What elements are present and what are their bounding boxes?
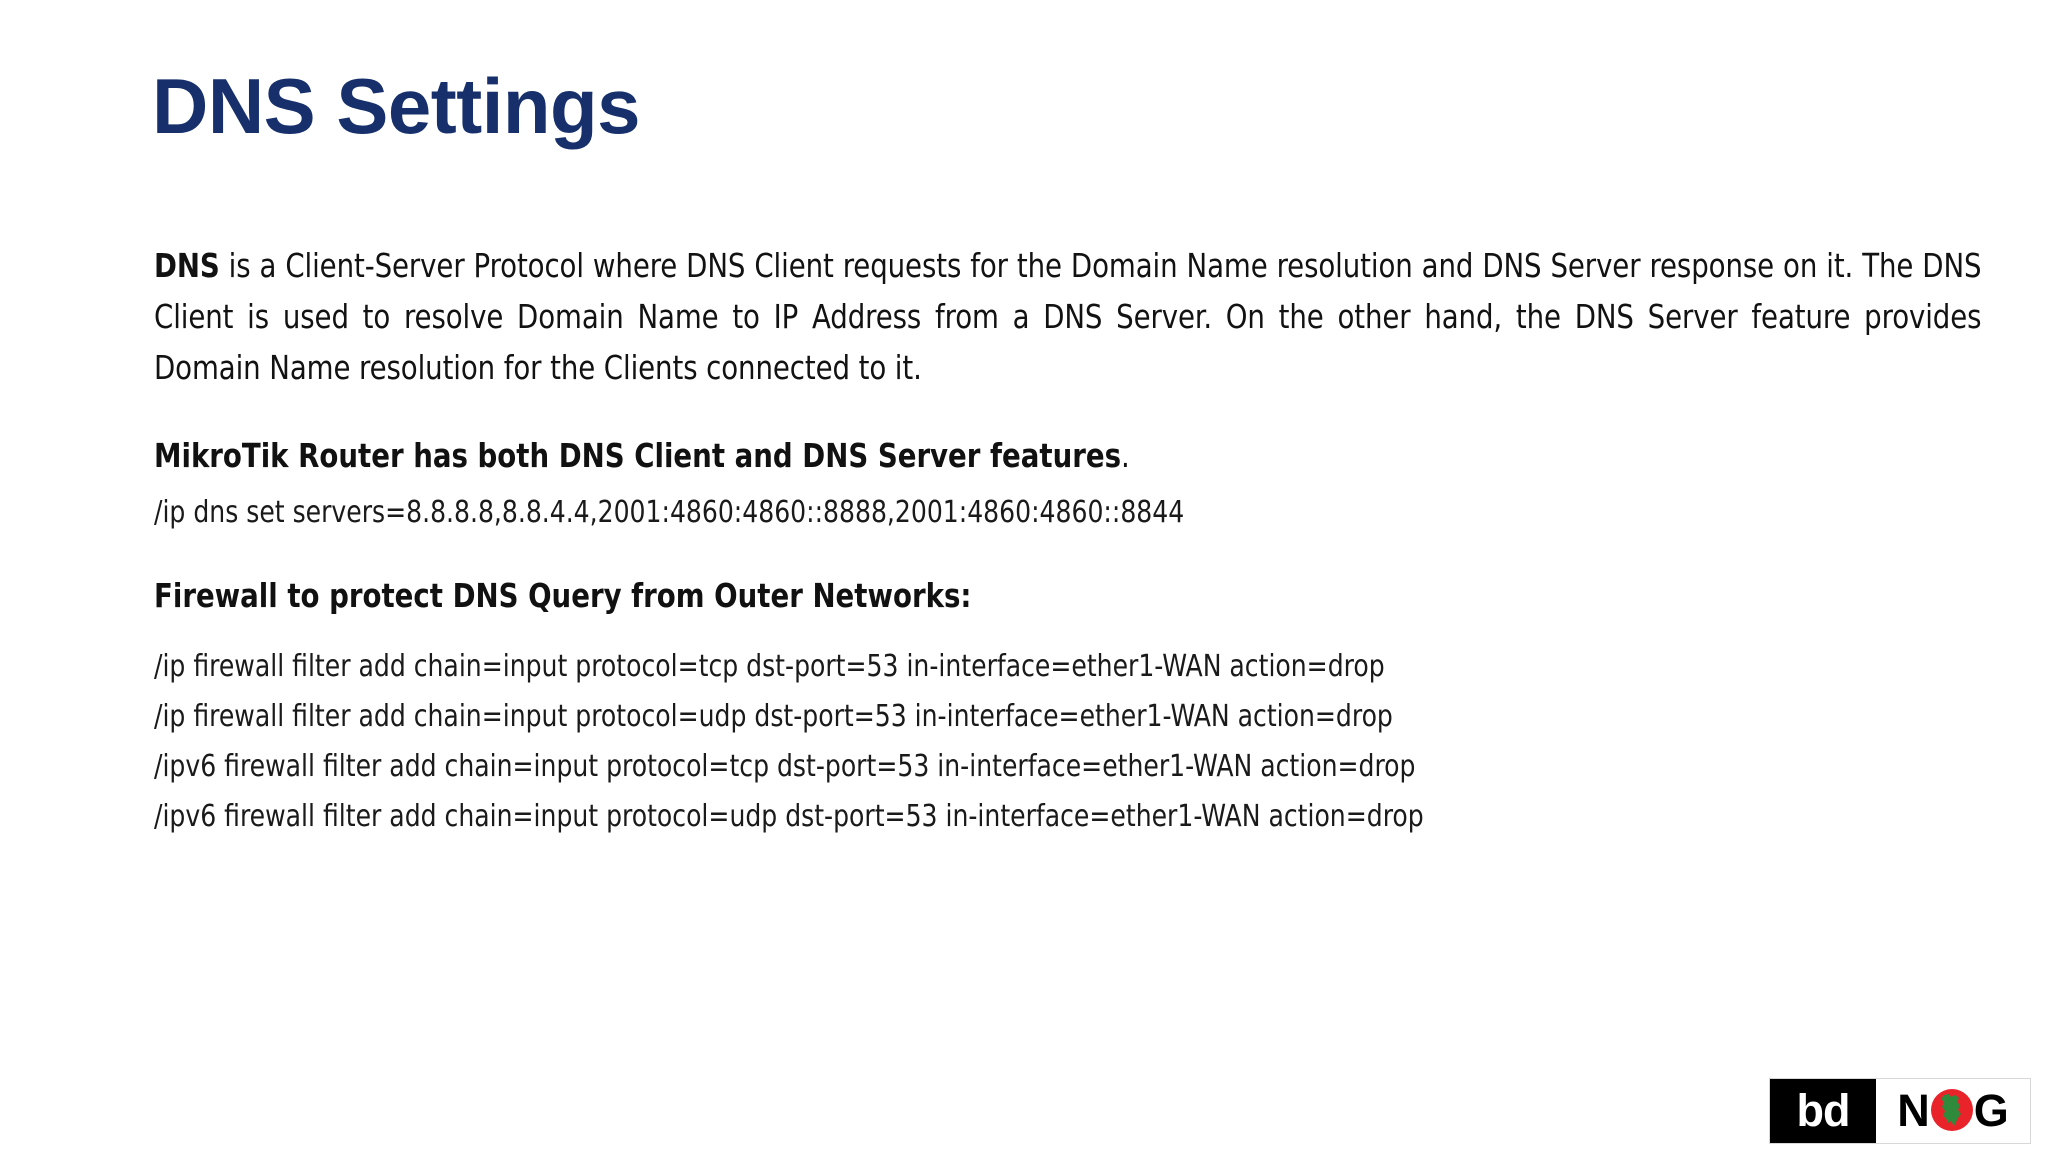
bdnog-logo-g: G [1973, 1084, 2009, 1136]
firewall-heading: Firewall to protect DNS Query from Outer… [154, 576, 972, 615]
spacer [154, 477, 1984, 493]
bdnog-logo: bd N G [1769, 1078, 2031, 1144]
spacer [154, 687, 1984, 697]
firewall-command-line: /ip firewall filter add chain=input prot… [154, 649, 1385, 684]
spacer [154, 393, 1984, 435]
intro-lead-term: DNS [154, 246, 220, 285]
firewall-command-line: /ipv6 firewall filter add chain=input pr… [154, 799, 1424, 834]
mikrotik-heading-period: . [1121, 436, 1130, 475]
firewall-command-line: /ip firewall filter add chain=input prot… [154, 699, 1393, 734]
bdnog-logo-bd: bd [1770, 1079, 1876, 1143]
intro-paragraph-text: is a Client-Server Protocol where DNS Cl… [154, 246, 1982, 387]
bdnog-logo-nog: N G [1876, 1079, 2030, 1143]
spacer [154, 737, 1984, 747]
page-title: DNS Settings [152, 62, 641, 150]
slide-body: DNS is a Client-Server Protocol where DN… [154, 240, 1984, 837]
spacer [154, 617, 1984, 647]
firewall-command-line: /ipv6 firewall filter add chain=input pr… [154, 749, 1416, 784]
bdnog-logo-n: N [1897, 1084, 1930, 1136]
intro-paragraph: DNS is a Client-Server Protocol where DN… [154, 240, 1982, 393]
bangladesh-map-icon [1930, 1089, 1973, 1131]
spacer [154, 533, 1984, 575]
mikrotik-heading-text: MikroTik Router has both DNS Client and … [154, 436, 1122, 475]
mikrotik-heading: MikroTik Router has both DNS Client and … [154, 435, 1856, 477]
spacer [154, 787, 1984, 797]
dns-command-line: /ip dns set servers=8.8.8.8,8.8.4.4,2001… [154, 495, 1185, 530]
